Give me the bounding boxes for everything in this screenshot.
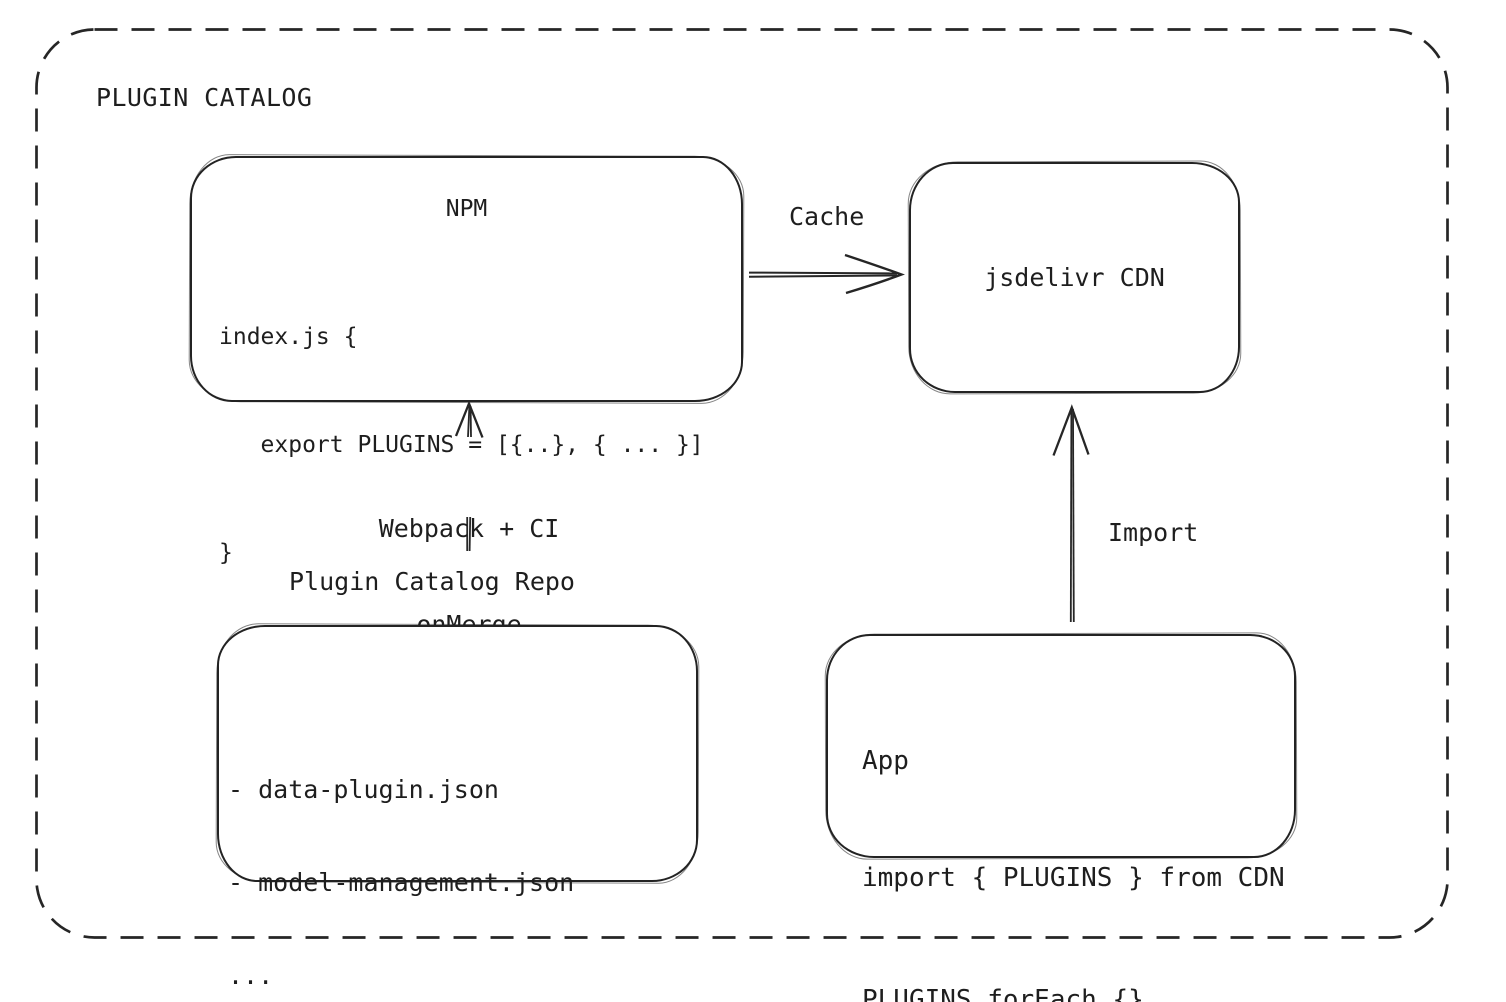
repo-file-item: ...	[228, 961, 274, 990]
cache-arrow	[748, 253, 905, 295]
repo-file-item: - model-management.json	[228, 868, 575, 897]
npm-node: NPM index.js { export PLUGINS = [{..}, {…	[190, 156, 743, 566]
app-node-title: App	[862, 746, 909, 776]
build-edge-label-line1: Webpack + CI	[378, 514, 560, 543]
cache-edge-label: Cache	[789, 202, 865, 231]
npm-code-line: export PLUGINS = [{..}, { ... }]	[219, 432, 704, 458]
npm-node-code: index.js { export PLUGINS = [{..}, { ...…	[219, 247, 741, 643]
repo-node: - data-plugin.json - model-management.js…	[217, 625, 698, 990]
npm-code-line: }	[219, 540, 233, 566]
npm-code-line: index.js {	[219, 324, 358, 350]
repo-node-heading: Plugin Catalog Repo	[289, 567, 575, 596]
npm-node-title: NPM	[445, 196, 488, 222]
app-node: App import { PLUGINS } from CDN PLUGINS.…	[826, 634, 1296, 1002]
cdn-node-label: jsdelivr CDN	[984, 263, 1165, 292]
cdn-node: jsdelivr CDN	[909, 162, 1240, 393]
import-edge-label: Import	[1108, 518, 1199, 547]
import-arrow	[1052, 404, 1090, 623]
app-code-line: PLUGINS.forEach {}	[862, 985, 1144, 1002]
repo-file-item: - data-plugin.json	[228, 775, 499, 804]
diagram-title: PLUGIN CATALOG	[96, 83, 313, 112]
app-code-line: import { PLUGINS } from CDN	[862, 863, 1285, 893]
